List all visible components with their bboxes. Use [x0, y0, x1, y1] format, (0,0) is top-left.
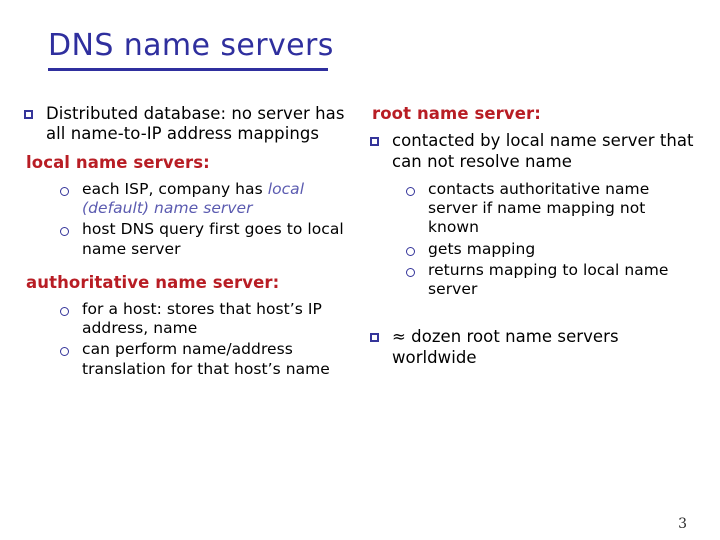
circle-bullet-icon: [406, 180, 428, 197]
list-item: ≈ dozen root name servers worldwide: [370, 327, 700, 368]
bullet-text: ≈ dozen root name servers worldwide: [392, 327, 619, 367]
bullet-text: can perform name/address translation for…: [82, 340, 330, 378]
list-item: each ISP, company has local (default) na…: [60, 180, 364, 218]
right-content-column: root name server: contacted by local nam…: [370, 104, 700, 370]
page-title: DNS name servers: [48, 28, 334, 63]
page-number: 3: [678, 516, 687, 532]
circle-bullet-icon: [406, 240, 428, 256]
bullet-text: each ISP, company has local (default) na…: [82, 180, 364, 218]
bullet-text: Distributed database: no server has all …: [46, 104, 345, 144]
bullet-text-plain: each ISP, company has: [82, 180, 268, 199]
list-item: for a host: stores that host’s IP addres…: [60, 300, 364, 338]
list-item: Distributed database: no server has all …: [24, 104, 364, 145]
list-item: host DNS query first goes to local name …: [60, 220, 364, 258]
circle-bullet-icon: [60, 300, 82, 317]
bullet-text: host DNS query first goes to local name …: [82, 220, 344, 258]
bullet-text: contacts authoritative name server if na…: [428, 180, 650, 237]
bullet-text: gets mapping: [428, 239, 536, 258]
circle-bullet-icon: [406, 261, 428, 277]
list-item: contacted by local name server that can …: [370, 131, 700, 172]
heading-authoritative-name-server: authoritative name server:: [26, 272, 280, 292]
list-item: can perform name/address translation for…: [60, 340, 364, 378]
list-item: returns mapping to local name server: [406, 261, 700, 299]
circle-bullet-icon: [60, 180, 82, 197]
square-bullet-icon: [370, 131, 392, 147]
heading-root-name-server: root name server:: [372, 104, 541, 123]
bullet-text: contacted by local name server that can …: [392, 131, 694, 171]
list-item: gets mapping: [406, 240, 700, 259]
spacer: [24, 261, 364, 273]
square-bullet-icon: [24, 104, 46, 119]
bullet-text: returns mapping to local name server: [428, 260, 669, 299]
circle-bullet-icon: [60, 340, 82, 357]
left-content-column: Distributed database: no server has all …: [24, 104, 364, 381]
bullet-text-emphasis: local (default) name server: [82, 180, 305, 218]
spacer: [370, 301, 700, 327]
square-bullet-icon: [370, 327, 392, 343]
bullet-text: for a host: stores that host’s IP addres…: [82, 300, 322, 338]
heading-local-name-servers: local name servers:: [26, 152, 210, 172]
list-item: contacts authoritative name server if na…: [406, 180, 700, 238]
title-underline: [48, 68, 328, 71]
circle-bullet-icon: [60, 220, 82, 237]
